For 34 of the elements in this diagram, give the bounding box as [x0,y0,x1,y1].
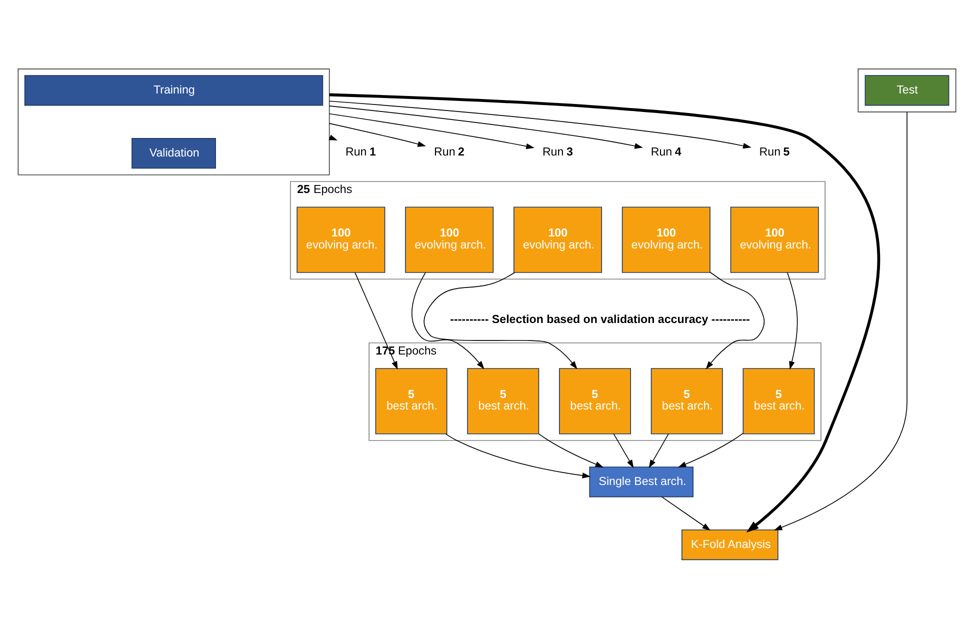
node-box: 100 evolving arch. [513,206,602,273]
node-box: Single Best arch. [589,466,694,498]
node-box: 5 best arch. [650,368,723,434]
node-box: Training [24,75,324,106]
arrow [786,272,798,370]
node-box: Validation [132,138,216,169]
arrow [706,272,765,370]
node-text: Run 5 [759,146,790,159]
cluster [858,68,956,112]
node-box: 100 evolving arch. [296,206,386,273]
node-box: 100 evolving arch. [730,206,819,273]
arrow [412,272,484,370]
node-text: Run 1 [345,146,376,159]
node-box: 100 evolving arch. [622,206,710,273]
arrow [354,272,398,370]
arrow [424,272,578,370]
arrow [648,434,669,468]
arrow [445,434,591,478]
node-box: K-Fold Analysis [681,529,778,560]
arrow [774,112,908,530]
label: ---------- Selection based on validation accuracy ---------- [450,314,750,326]
arrow [613,434,634,468]
arrow [678,432,744,468]
node-box: Test [864,75,950,106]
node-box: 100 evolving arch. [405,206,494,273]
node-text: Run 2 [434,146,464,159]
arrow [538,433,604,468]
arrow [661,496,710,531]
node-text: Run 4 [650,146,682,159]
node-box: 5 best arch. [467,368,540,434]
node-box: 5 best arch. [559,368,631,434]
node-box: 5 best arch. [742,368,815,434]
node-box: 5 best arch. [375,368,448,434]
node-text: Run 3 [542,146,573,159]
